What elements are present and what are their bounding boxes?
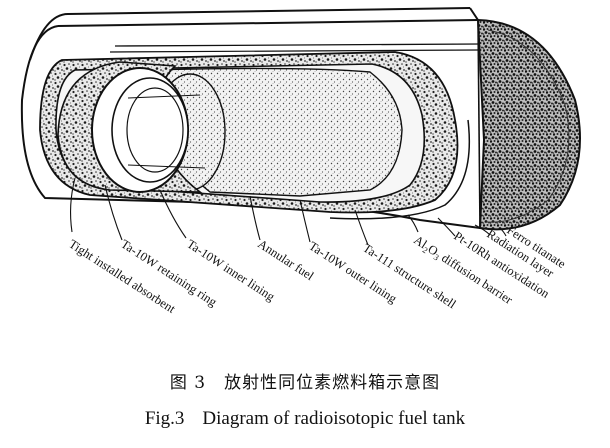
caption-en-text: Diagram of radioisotopic fuel tank [202,408,466,429]
label-annular-fuel: Annular fuel [255,237,316,284]
caption-chinese: 图 3 放射性同位素燃料箱示意图 [0,368,610,393]
diffusion-barrier-line [329,119,471,220]
label-outer-lining: Ta-10W outer lining [306,239,400,307]
leader-lines [69,177,507,246]
caption-en-number: Fig.3 [144,408,185,429]
inner-cavity-lines [127,94,206,169]
caption-cn-text: 放射性同位素燃料箱示意图 [224,373,441,393]
radiation-layer-edge [485,29,570,223]
caption-english: Fig.3 Diagram of radioisotopic fuel tank [0,408,610,430]
caption-cn-number: 图 3 [169,373,207,393]
inner-lining-inner [126,87,184,173]
ferro-titanate-cap [476,18,581,231]
